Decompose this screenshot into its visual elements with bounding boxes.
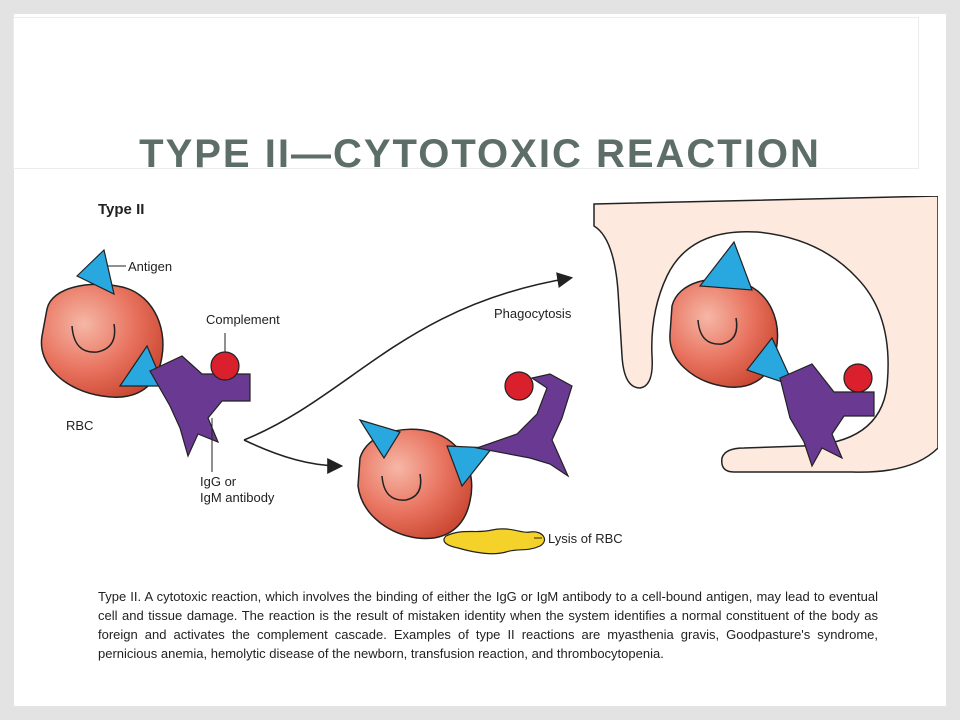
complement-left xyxy=(210,351,240,381)
antigen-middle-bound xyxy=(446,445,494,488)
antibody-label-line1: IgG or xyxy=(200,474,237,489)
lysis-fluid xyxy=(443,528,545,555)
antibody-middle xyxy=(474,373,573,478)
arrow-to-phagocytosis xyxy=(243,272,574,441)
antigen-right-bound xyxy=(746,336,796,388)
complement-label: Complement xyxy=(206,312,280,327)
panel-label: Type II xyxy=(98,201,145,218)
antibody-right xyxy=(779,363,875,468)
rbc-label: RBC xyxy=(66,418,94,433)
antigen-right-top xyxy=(698,240,753,291)
slide-title: TYPE II—CYTOTOXIC REACTION xyxy=(139,132,821,176)
rbc-middle-nucleus-mark xyxy=(381,473,422,501)
type-ii-diagram xyxy=(40,196,938,555)
figure-caption: Type II. A cytotoxic reaction, which inv… xyxy=(98,589,878,661)
antigen-middle-left xyxy=(358,418,401,460)
title-band xyxy=(14,18,918,168)
rbc-middle xyxy=(357,428,473,540)
lysis-label: Lysis of RBC xyxy=(548,531,623,546)
antibody-left xyxy=(149,355,251,458)
complement-right xyxy=(843,363,873,393)
arrow-to-lysis xyxy=(243,439,344,474)
rbc-right-nucleus-mark xyxy=(697,317,738,345)
antigen-left-top xyxy=(75,248,115,296)
rbc-left-nucleus-mark xyxy=(71,323,116,353)
antigen-label: Antigen xyxy=(128,259,173,274)
complement-middle xyxy=(504,371,534,401)
phagocytosis-label: Phagocytosis xyxy=(494,306,572,321)
phagocyte-cell xyxy=(593,196,938,473)
antibody-label-line2: IgM antibody xyxy=(200,490,275,505)
type-ii-figure: Type II Antigen Complement RBC IgG or Ig… xyxy=(22,196,938,690)
